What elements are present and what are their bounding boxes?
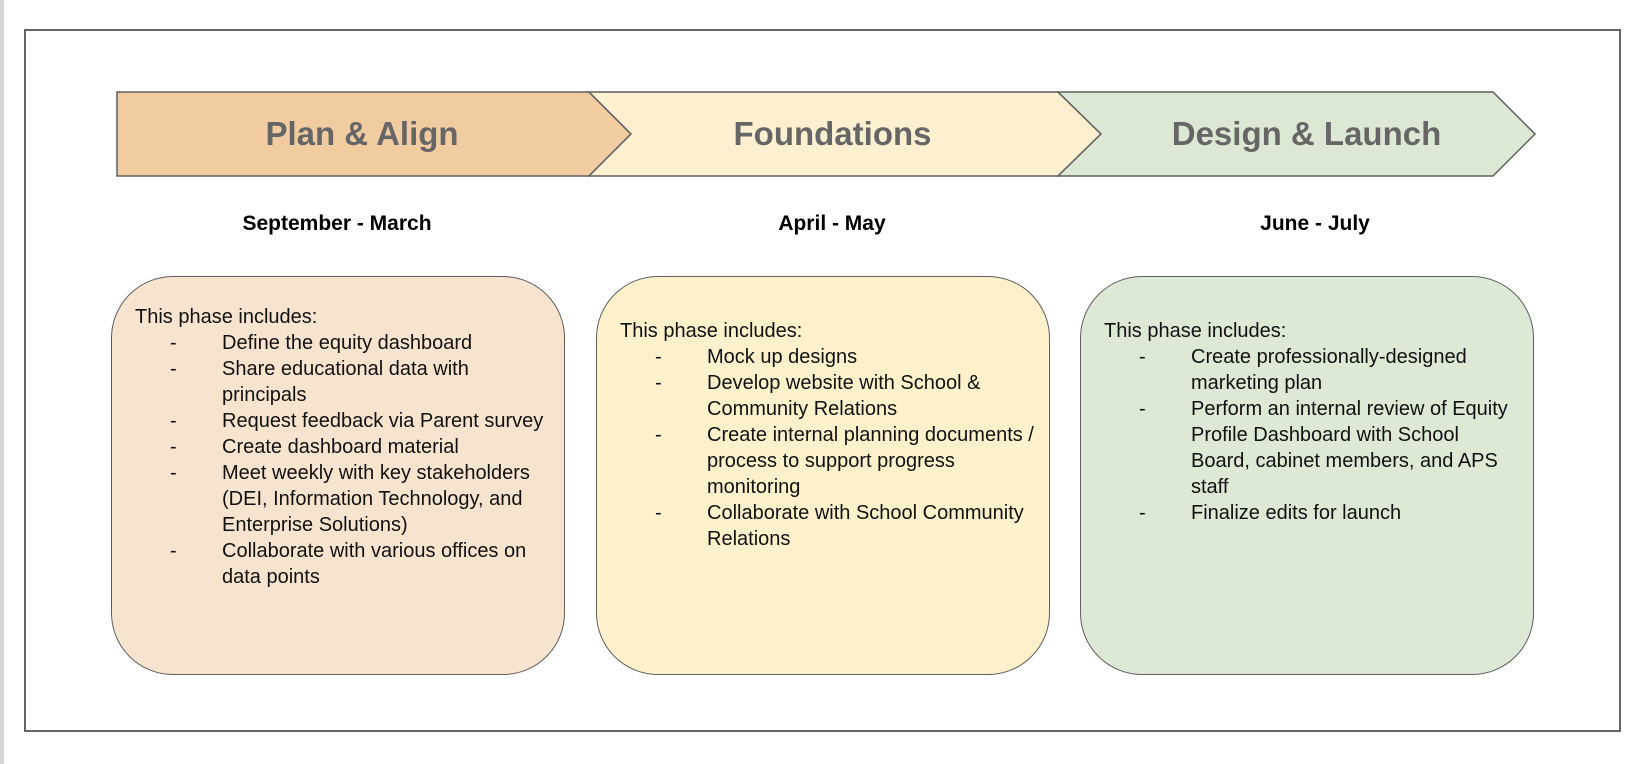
page-edge <box>0 0 4 764</box>
phase-item: - Mock up designs <box>620 344 1039 370</box>
phase-item-text: Collaborate with School Community Relati… <box>707 502 1024 550</box>
phase-item: - Collaborate with School Community Relat… <box>620 500 1039 552</box>
diagram-frame <box>24 29 1621 732</box>
phase-item: - Create dashboard material <box>135 434 554 460</box>
phase-box-foundations: This phase includes: - Mock up designs - De… <box>596 276 1050 675</box>
phase-item: - Collaborate with various offices on dat… <box>135 538 554 590</box>
phase-item-text: Finalize edits for launch <box>1191 502 1402 524</box>
bullet-dash: - <box>1139 502 1146 524</box>
phase-item: - Perform an internal review of Equity Pr… <box>1104 396 1523 500</box>
phase-intro: This phase includes: <box>620 320 803 342</box>
phase-box-plan-align: This phase includes: - Define the equity … <box>111 276 565 675</box>
phase-item-text: Collaborate with various offices on data… <box>222 540 527 588</box>
phase-item-text: Mock up designs <box>707 346 858 368</box>
phase-item-text: Create professionally-designed marketing… <box>1191 346 1467 394</box>
bullet-dash: - <box>170 540 177 562</box>
phase-box-design-launch: This phase includes: - Create professiona… <box>1080 276 1534 675</box>
phase-title-foundations: Foundations <box>733 115 932 152</box>
phase-item: - Define the equity dashboard <box>135 330 554 356</box>
phase-item-text: Share educational data with principals <box>222 358 469 406</box>
bullet-dash: - <box>170 462 177 484</box>
phase-item-text: Create dashboard material <box>222 436 459 458</box>
bullet-dash: - <box>170 358 177 380</box>
phase-dates-design-launch: June - July <box>1260 212 1370 235</box>
bullet-dash: - <box>170 332 177 354</box>
phase-item-text: Request feedback via Parent survey <box>222 410 544 432</box>
phase-item-list: - Define the equity dashboard - Share educa… <box>135 330 554 590</box>
phase-item: - Share educational data with principals <box>135 356 554 408</box>
bullet-dash: - <box>1139 398 1146 420</box>
bullet-dash: - <box>655 372 662 394</box>
phase-item-list: - Mock up designs - Develop website with Sc… <box>620 344 1039 552</box>
phase-dates-foundations: April - May <box>778 212 886 235</box>
phase-item: - Finalize edits for launch <box>1104 500 1523 526</box>
phase-item: - Create internal planning documents / pr… <box>620 422 1039 500</box>
bullet-dash: - <box>170 436 177 458</box>
phase-intro: This phase includes: <box>1104 320 1287 342</box>
phase-item-text: Define the equity dashboard <box>222 332 473 354</box>
phase-item-text: Create internal planning documents / pro… <box>707 424 1034 498</box>
phase-intro: This phase includes: <box>135 306 318 328</box>
phase-item: - Request feedback via Parent survey <box>135 408 554 434</box>
phase-item: - Meet weekly with key stakeholders (DEI,… <box>135 460 554 538</box>
bullet-dash: - <box>170 410 177 432</box>
phase-item: - Create professionally-designed marketin… <box>1104 344 1523 396</box>
bullet-dash: - <box>1139 346 1146 368</box>
phase-title-design-launch: Design & Launch <box>1171 115 1442 152</box>
phase-item-text: Perform an internal review of Equity Pro… <box>1191 398 1508 498</box>
phase-title-plan-align: Plan & Align <box>265 115 459 152</box>
phase-item: - Develop website with School & Community… <box>620 370 1039 422</box>
bullet-dash: - <box>655 424 662 446</box>
phase-item-text: Meet weekly with key stakeholders (DEI, … <box>222 462 530 536</box>
bullet-dash: - <box>655 346 662 368</box>
phase-arrow-design-launch <box>1056 91 1537 177</box>
phase-item-text: Develop website with School & Community … <box>707 372 981 420</box>
phase-dates-plan-align: September - March <box>242 212 432 235</box>
phase-item-list: - Create professionally-designed marketin… <box>1104 344 1523 526</box>
bullet-dash: - <box>655 502 662 524</box>
